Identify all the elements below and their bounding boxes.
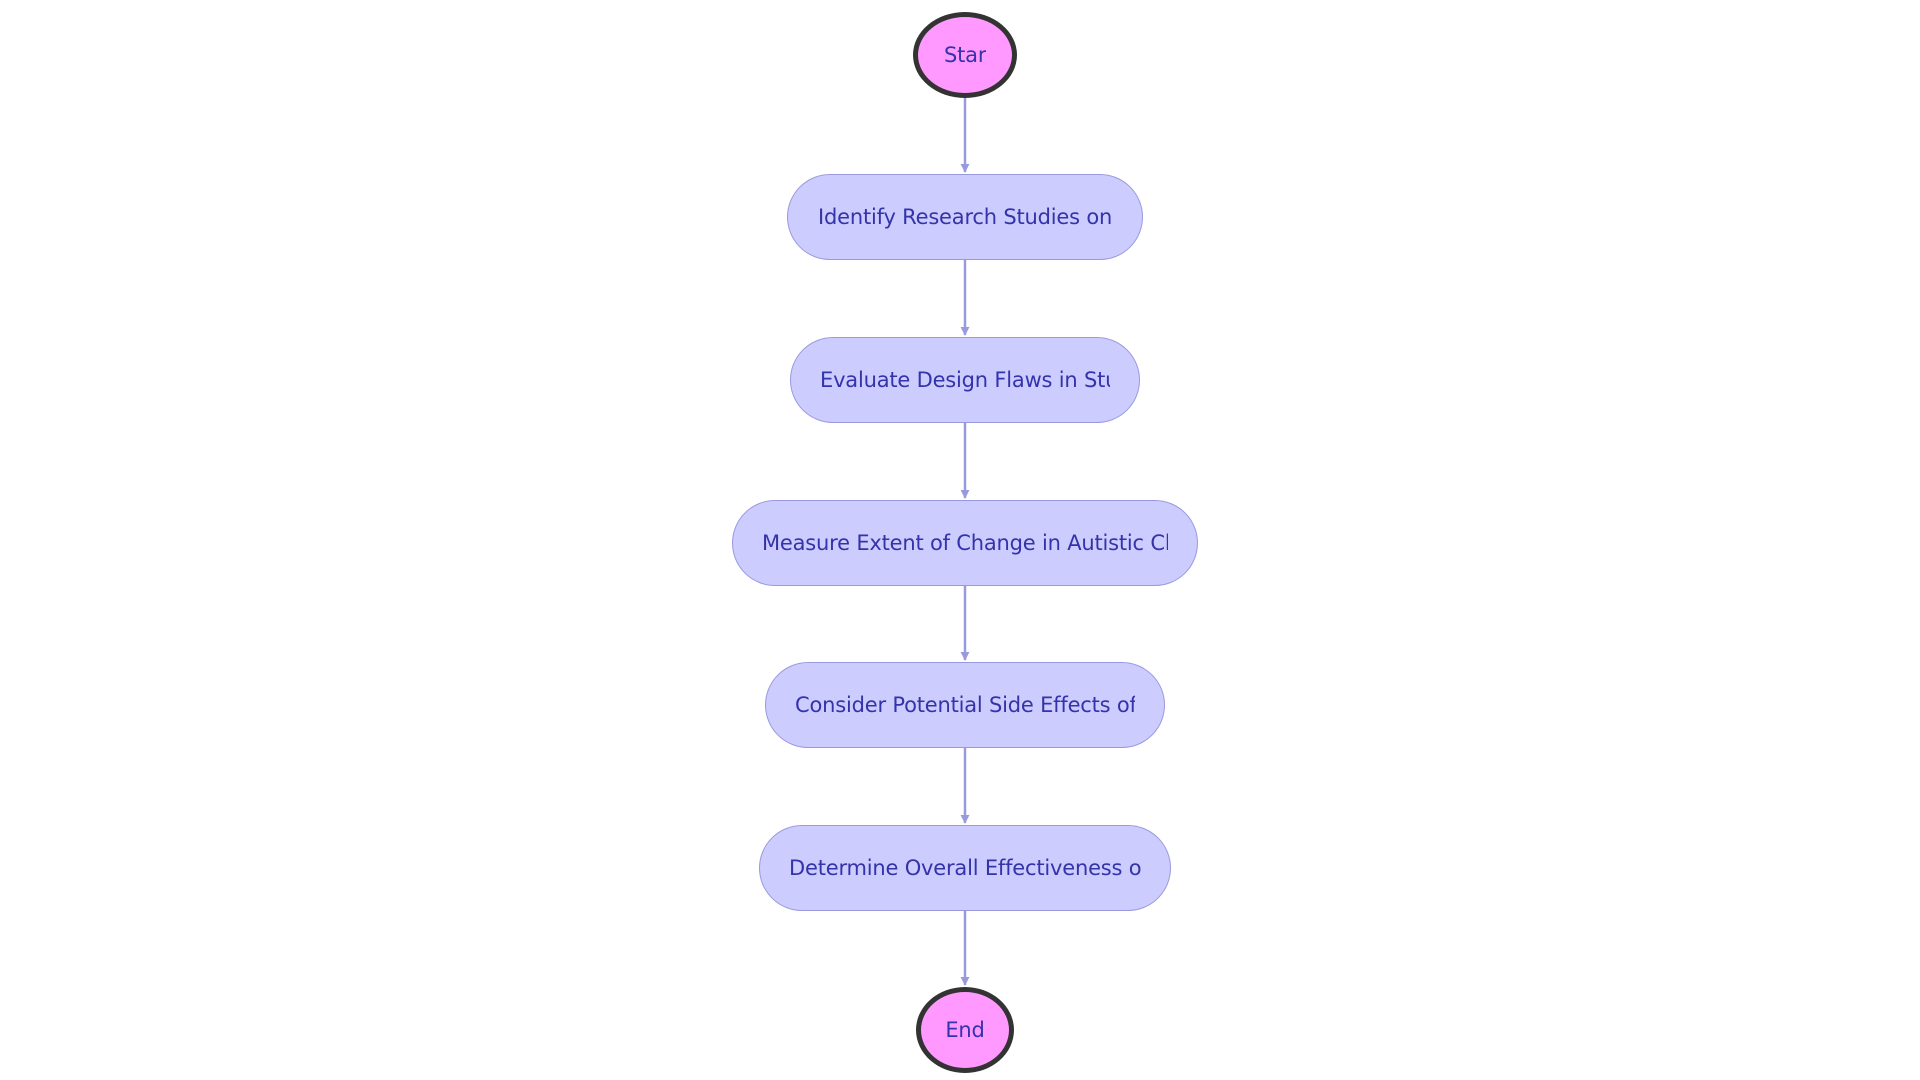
process-node-measure-change: Measure Extent of Change in Autistic Chi… (732, 500, 1198, 586)
process-node-overall-effectiveness-label: Determine Overall Effectiveness of D (789, 856, 1141, 880)
process-node-measure-change-label: Measure Extent of Change in Autistic Chi… (762, 531, 1168, 555)
process-node-evaluate-design: Evaluate Design Flaws in Stud (790, 337, 1140, 423)
process-node-overall-effectiveness: Determine Overall Effectiveness of D (759, 825, 1171, 911)
start-node-label: Star (944, 43, 986, 67)
process-node-side-effects-label: Consider Potential Side Effects of D (795, 693, 1135, 717)
end-node-label: End (945, 1018, 985, 1042)
process-node-evaluate-design-label: Evaluate Design Flaws in Stud (820, 368, 1110, 392)
process-node-identify-research-label: Identify Research Studies on D (818, 205, 1112, 229)
process-node-identify-research: Identify Research Studies on D (787, 174, 1143, 260)
process-node-side-effects: Consider Potential Side Effects of D (765, 662, 1165, 748)
start-node: Star (913, 12, 1017, 98)
end-node: End (916, 987, 1014, 1073)
